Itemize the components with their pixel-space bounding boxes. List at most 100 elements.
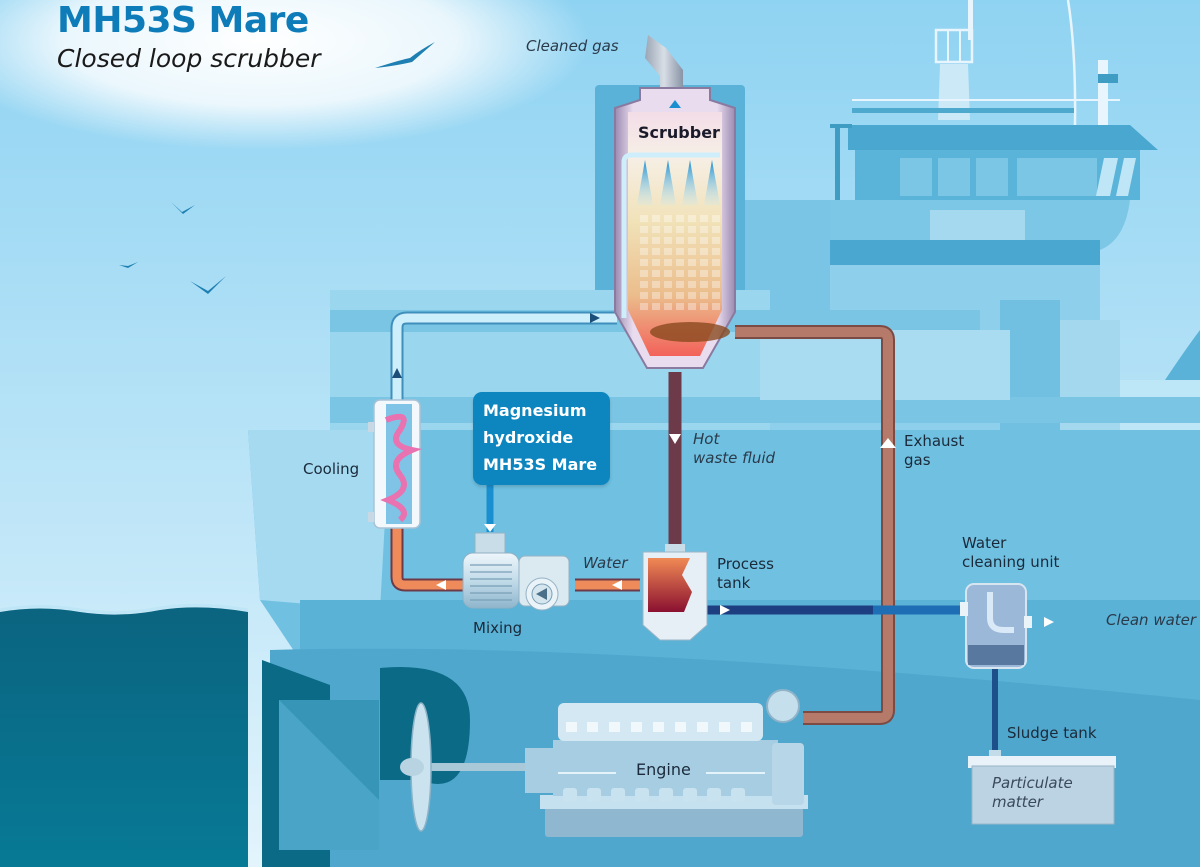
packing-cell: [676, 292, 684, 299]
packing-cell: [700, 270, 708, 277]
water-label: Water: [583, 554, 628, 572]
packing-cell: [700, 303, 708, 310]
cloud: [0, 0, 590, 150]
arrow-right-icon: [1044, 617, 1054, 627]
packing-cell: [676, 270, 684, 277]
packing-cell: [688, 270, 696, 277]
arrow-right-icon: [720, 605, 730, 615]
bird-icon: [190, 276, 226, 294]
sludge-tank-label: Sludge tank: [1007, 724, 1097, 742]
packing-cell: [640, 281, 648, 288]
particulate-matter-label: Particulate matter: [992, 774, 1073, 811]
packing-cell: [640, 303, 648, 310]
packing-cell: [688, 281, 696, 288]
mixing-pump: [462, 532, 570, 611]
packing-cell: [664, 303, 672, 310]
water-cleaning-unit: [960, 583, 1032, 669]
process-tank: [642, 544, 708, 641]
packing-cell: [664, 270, 672, 277]
packing-cell: [664, 248, 672, 255]
packing-cell: [652, 237, 660, 244]
exhaust-stack: [645, 35, 683, 100]
packing-cell: [676, 303, 684, 310]
packing-cell: [688, 248, 696, 255]
bird-icon: [171, 202, 195, 214]
page-subtitle: Closed loop scrubber: [57, 44, 321, 73]
packing-cell: [688, 303, 696, 310]
packing-cell: [652, 303, 660, 310]
engine: [525, 689, 808, 837]
packing-cell: [700, 259, 708, 266]
scrubber: [614, 35, 736, 369]
packing-cell: [676, 215, 684, 222]
arrow-up-icon: [392, 368, 402, 378]
packing-cell: [640, 226, 648, 233]
cooled-water-pipe: [392, 313, 617, 402]
arrow-right-icon: [590, 313, 600, 323]
packing-cell: [700, 281, 708, 288]
packing-cell: [712, 270, 720, 277]
scrubber-packing: [640, 215, 720, 310]
packing-cell: [712, 292, 720, 299]
sludge-tank: [968, 750, 1116, 825]
packing-cell: [640, 259, 648, 266]
packing-cell: [700, 237, 708, 244]
sea: [0, 607, 248, 867]
arrow-up-icon: [880, 438, 896, 448]
packing-cell: [712, 303, 720, 310]
pipes: [390, 311, 1120, 755]
packing-cell: [688, 215, 696, 222]
packing-cell: [676, 248, 684, 255]
propeller: [400, 702, 550, 832]
packing-cell: [688, 259, 696, 266]
bird-icon: [375, 42, 435, 68]
packing-cell: [664, 292, 672, 299]
packing-cell: [664, 281, 672, 288]
packing-cell: [688, 292, 696, 299]
packing-cell: [688, 226, 696, 233]
exhaust-gas-label: Exhaust gas: [904, 432, 965, 469]
arrow-up-icon: [669, 100, 681, 108]
packing-cell: [640, 270, 648, 277]
engine-label: Engine: [636, 760, 691, 779]
packing-cell: [664, 237, 672, 244]
packing-cell: [712, 281, 720, 288]
clean-water-label: Clean water: [1106, 611, 1197, 629]
packing-cell: [700, 292, 708, 299]
scrubber-label: Scrubber: [638, 123, 720, 142]
arrow-left-icon: [436, 580, 446, 590]
packing-cell: [652, 292, 660, 299]
process-tank-label: Process tank: [717, 555, 774, 592]
packing-cell: [652, 226, 660, 233]
bird-icon: [119, 262, 138, 268]
cooler: [368, 399, 423, 529]
cleaned-gas-label: Cleaned gas: [526, 37, 619, 55]
arrow-down-icon: [484, 524, 496, 532]
packing-cell: [712, 259, 720, 266]
packing-cell: [652, 248, 660, 255]
packing-cell: [640, 215, 648, 222]
mix-to-cooler-pipe: [392, 528, 463, 590]
packing-cell: [652, 281, 660, 288]
birds: [119, 42, 435, 294]
packing-cell: [688, 237, 696, 244]
packing-cell: [640, 292, 648, 299]
packing-cell: [652, 270, 660, 277]
cooling-label: Cooling: [303, 460, 360, 478]
packing-cell: [640, 237, 648, 244]
mixing-label: Mixing: [473, 619, 523, 637]
exhaust-pipe-inner: [735, 327, 893, 723]
magnesium-hydroxide-box: Magnesium hydroxide MH53S Mare: [473, 392, 610, 485]
hot-waste-fluid-label: Hot waste fluid: [693, 430, 776, 467]
flow-arrows: [436, 434, 1054, 627]
packing-cell: [712, 248, 720, 255]
packing-cell: [676, 281, 684, 288]
packing-cell: [676, 259, 684, 266]
packing-cell: [700, 215, 708, 222]
packing-cell: [712, 237, 720, 244]
packing-cell: [712, 226, 720, 233]
packing-cell: [700, 226, 708, 233]
page-title: MH53S Mare: [57, 0, 309, 41]
packing-cell: [712, 215, 720, 222]
packing-cell: [700, 248, 708, 255]
